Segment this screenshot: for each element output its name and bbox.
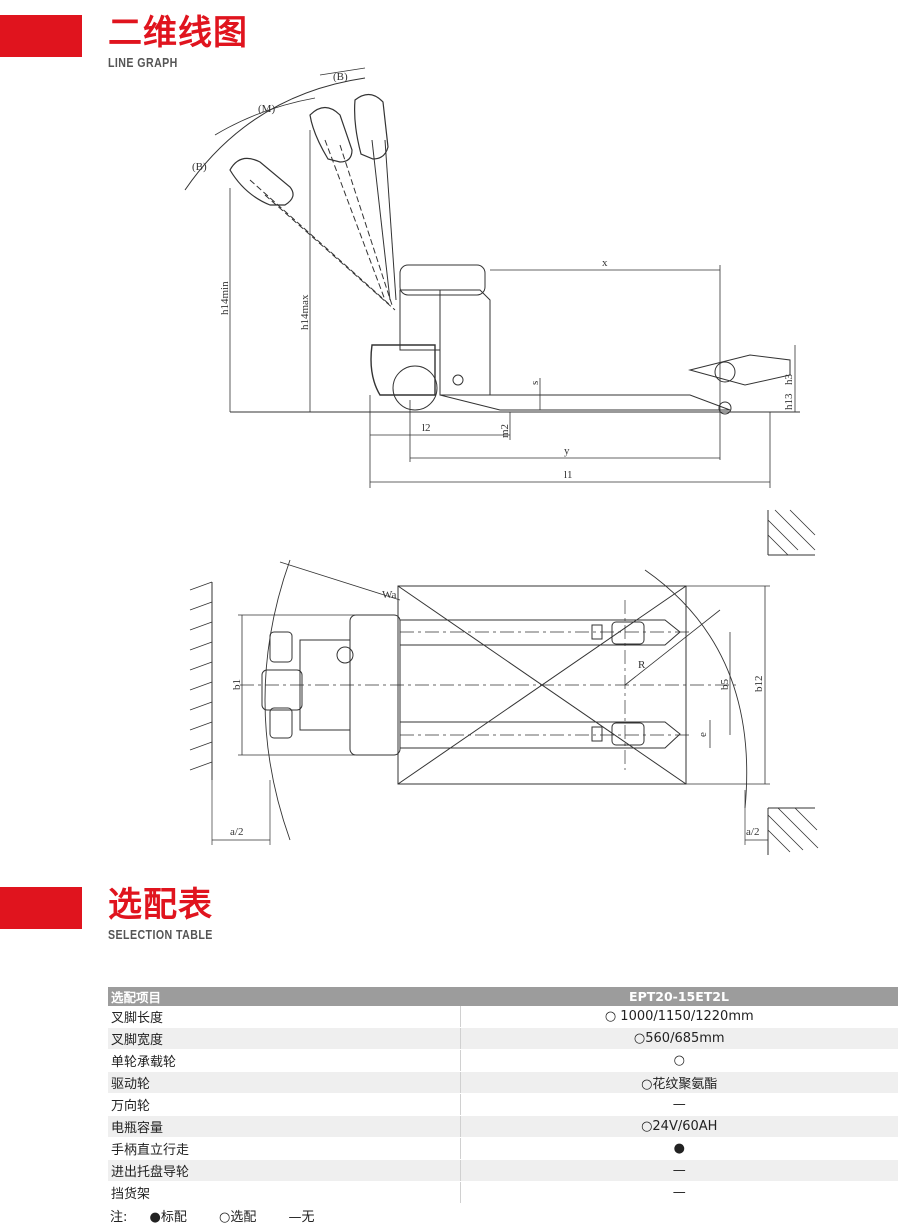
label-h13: h13 <box>783 393 795 410</box>
label-m: (M) <box>258 103 275 115</box>
row-value: ○24V/60AH <box>459 1115 898 1138</box>
header-model: EPT20-15ET2L <box>460 987 898 1006</box>
table-row: 万向轮— <box>108 1093 898 1116</box>
row-item: 叉脚长度 <box>108 1006 460 1028</box>
row-item: 万向轮 <box>108 1093 460 1116</box>
label-b12: b12 <box>753 676 765 693</box>
label-b-left: (B) <box>192 161 207 173</box>
table-header-row: 选配项目 EPT20-15ET2L <box>108 987 898 1006</box>
section2-title: 选配表 <box>108 885 213 925</box>
table-row: 驱动轮○花纹聚氨酯 <box>108 1071 898 1094</box>
table-row: 手柄直立行走● <box>108 1137 898 1160</box>
table-row: 挡货架— <box>108 1181 898 1204</box>
label-s: s <box>529 381 541 385</box>
label-b1: b1 <box>231 679 243 690</box>
label-h3: h3 <box>783 374 795 386</box>
row-value: — <box>459 1093 898 1116</box>
label-l1: l1 <box>564 469 573 481</box>
row-value: ○ <box>459 1049 898 1072</box>
row-item: 单轮承载轮 <box>108 1049 460 1072</box>
section2-red-bar <box>0 887 82 929</box>
row-item: 手柄直立行走 <box>108 1137 460 1160</box>
row-value: ○ 1000/1150/1220mm <box>459 1006 898 1028</box>
row-item: 挡货架 <box>108 1181 460 1204</box>
label-a2-right: a/2 <box>746 826 759 838</box>
row-value: ● <box>459 1137 898 1160</box>
note-optional: ○选配 <box>219 1210 257 1225</box>
row-item: 电瓶容量 <box>108 1115 460 1138</box>
row-value: ○560/685mm <box>459 1027 898 1050</box>
label-r: R <box>638 659 646 671</box>
legend-note: 注: ●标配 ○选配 —无 <box>110 1206 343 1225</box>
note-standard: ●标配 <box>149 1210 187 1225</box>
table-row: 叉脚长度○ 1000/1150/1220mm <box>108 1006 898 1028</box>
label-a2-left: a/2 <box>230 826 243 838</box>
table-row: 进出托盘导轮— <box>108 1159 898 1182</box>
header-item: 选配项目 <box>108 987 460 1006</box>
label-b-top: (B) <box>333 71 348 83</box>
section1-title: 二维线图 <box>108 13 248 53</box>
row-item: 驱动轮 <box>108 1071 460 1094</box>
label-x: x <box>602 257 608 269</box>
note-label: 注: <box>110 1210 128 1225</box>
row-value: — <box>459 1159 898 1182</box>
row-value: ○花纹聚氨酯 <box>459 1071 898 1094</box>
technical-drawing: (B) (M) (B) h14min h14max x s h3 h13 l2 … <box>184 67 819 855</box>
label-wa: Wa <box>382 589 397 601</box>
note-none: —无 <box>288 1210 315 1225</box>
label-h14max: h14max <box>299 294 311 330</box>
label-y: y <box>564 445 570 457</box>
label-e: e <box>697 732 709 737</box>
label-l2: l2 <box>422 422 431 434</box>
label-b5: b5 <box>719 679 731 691</box>
row-item: 叉脚宽度 <box>108 1027 460 1050</box>
table-row: 单轮承载轮○ <box>108 1049 898 1072</box>
table-row: 叉脚宽度○560/685mm <box>108 1027 898 1050</box>
row-item: 进出托盘导轮 <box>108 1159 460 1182</box>
selection-table: 选配项目 EPT20-15ET2L 叉脚长度○ 1000/1150/1220mm… <box>108 987 898 1204</box>
label-m2: m2 <box>499 424 511 438</box>
section2-subtitle: SELECTION TABLE <box>108 928 213 942</box>
table-row: 电瓶容量○24V/60AH <box>108 1115 898 1138</box>
label-h14min: h14min <box>219 281 231 315</box>
row-value: — <box>459 1181 898 1204</box>
section1-subtitle: LINE GRAPH <box>108 56 178 70</box>
section1-red-bar <box>0 15 82 57</box>
